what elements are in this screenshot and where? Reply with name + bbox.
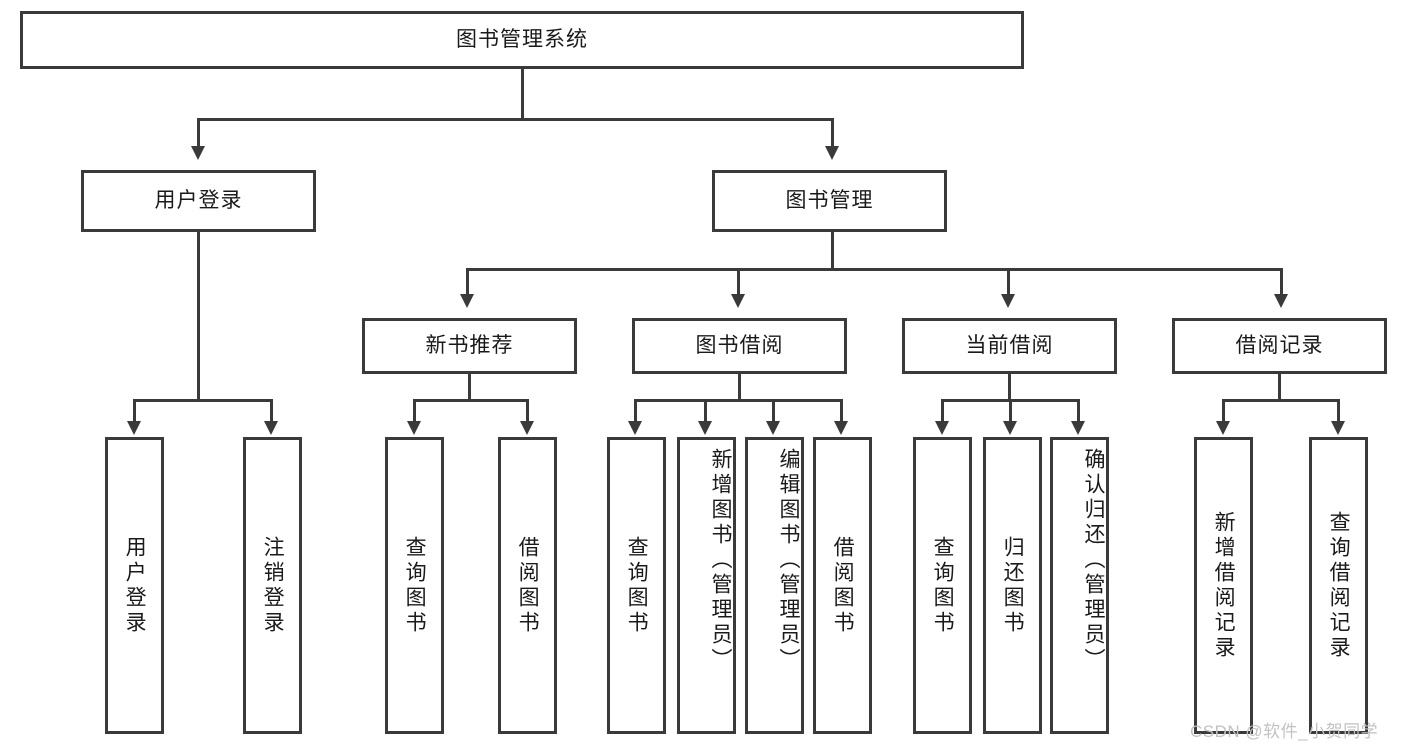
node-label: 查询图书 [931, 535, 955, 636]
connector-borrow-record-bus [1222, 399, 1340, 402]
connector-drop-leaf-cb-2 [1009, 399, 1012, 423]
connector-drop-leaf-bb-2 [704, 399, 707, 423]
connector-drop-book-management [831, 118, 834, 148]
node-label: 归还图书 [1001, 535, 1025, 636]
node-book-borrow[interactable]: 图书借阅 [632, 318, 847, 374]
arrowhead-user-login [191, 146, 205, 160]
node-label: 查询借阅记录 [1327, 510, 1351, 661]
leaf-book-borrow-query-book[interactable]: 查询图书 [607, 437, 666, 734]
node-label: 新增借阅记录 [1212, 510, 1236, 661]
arrowhead-leaf-bb-1 [628, 421, 642, 435]
arrowhead-leaf-bb-2 [698, 421, 712, 435]
leaf-user-login-login[interactable]: 用户登录 [105, 437, 164, 734]
node-label: 新增图书（管理员） [709, 448, 732, 673]
leaf-new-book-borrow-book[interactable]: 借阅图书 [498, 437, 557, 734]
connector-drop-new-book [466, 268, 469, 296]
connector-drop-borrow-record [1280, 268, 1283, 296]
leaf-borrow-record-add-record[interactable]: 新增借阅记录 [1194, 437, 1253, 734]
arrowhead-current-borrow [1001, 294, 1015, 308]
arrowhead-leaf-bb-3 [766, 421, 780, 435]
connector-level3-bus [466, 268, 1283, 271]
connector-root-stem [521, 69, 524, 118]
connector-book-management-stem [831, 232, 834, 270]
node-label: 借阅图书 [516, 535, 540, 636]
arrowhead-leaf-nb-2 [520, 421, 534, 435]
arrowhead-leaf-nb-1 [407, 421, 421, 435]
node-user-login[interactable]: 用户登录 [81, 170, 316, 232]
node-book-management[interactable]: 图书管理 [712, 170, 947, 232]
connector-user-login-stem [197, 232, 200, 401]
node-label: 用户登录 [123, 535, 147, 636]
node-label: 用户登录 [154, 189, 243, 213]
node-label: 编辑图书（管理员） [777, 448, 800, 673]
leaf-book-borrow-add-book-admin[interactable]: 新增图书（管理员） [677, 437, 736, 734]
node-label: 注销登录 [261, 535, 285, 636]
node-label: 借阅图书 [831, 535, 855, 636]
connector-drop-user-login [197, 118, 200, 148]
connector-drop-leaf-nb-2 [526, 399, 529, 423]
connector-drop-leaf-cb-1 [941, 399, 944, 423]
connector-drop-leaf-nb-1 [413, 399, 416, 423]
connector-book-borrow-bus [634, 399, 841, 402]
connector-drop-current-borrow [1007, 268, 1010, 296]
arrowhead-leaf-cb-3 [1071, 421, 1085, 435]
node-root-book-management-system[interactable]: 图书管理系统 [20, 11, 1024, 69]
node-current-borrow[interactable]: 当前借阅 [902, 318, 1117, 374]
connector-drop-leaf-user-login-2 [270, 399, 273, 423]
leaf-current-borrow-confirm-return-admin[interactable]: 确认归还（管理员） [1050, 437, 1109, 734]
arrowhead-new-book [460, 294, 474, 308]
connector-root-bus [197, 118, 834, 121]
connector-drop-leaf-cb-3 [1077, 399, 1080, 423]
watermark-csdn: CSDN @软件_小贺同学 [1190, 717, 1378, 742]
arrowhead-leaf-cb-2 [1003, 421, 1017, 435]
connector-drop-leaf-br-2 [1337, 399, 1340, 423]
node-borrow-record[interactable]: 借阅记录 [1172, 318, 1387, 374]
leaf-current-borrow-return-book[interactable]: 归还图书 [983, 437, 1042, 734]
connector-drop-leaf-bb-3 [772, 399, 775, 423]
leaf-current-borrow-query-book[interactable]: 查询图书 [913, 437, 972, 734]
node-label: 当前借阅 [965, 334, 1054, 358]
connector-book-borrow-stem [738, 374, 741, 402]
leaf-borrow-record-query-record[interactable]: 查询借阅记录 [1309, 437, 1368, 734]
connector-drop-leaf-user-login-1 [133, 399, 136, 423]
connector-user-login-bus [133, 399, 270, 402]
leaf-book-borrow-edit-book-admin[interactable]: 编辑图书（管理员） [745, 437, 804, 734]
leaf-book-borrow-borrow-book[interactable]: 借阅图书 [813, 437, 872, 734]
connector-drop-book-borrow [737, 268, 740, 296]
arrowhead-book-management [825, 146, 839, 160]
node-label: 查询图书 [403, 535, 427, 636]
watermark-text: CSDN @软件_小贺同学 [1190, 722, 1379, 741]
arrowhead-leaf-cb-1 [935, 421, 949, 435]
arrowhead-leaf-user-login-2 [264, 421, 278, 435]
node-label: 图书管理 [785, 189, 874, 213]
connector-current-borrow-stem [1008, 374, 1011, 402]
leaf-user-login-logout[interactable]: 注销登录 [243, 437, 302, 734]
node-label: 借阅记录 [1235, 334, 1324, 358]
connector-new-book-bus [413, 399, 529, 402]
node-label: 图书管理系统 [456, 28, 588, 52]
arrowhead-borrow-record [1274, 294, 1288, 308]
node-label: 确认归还（管理员） [1082, 448, 1105, 673]
connector-drop-leaf-br-1 [1222, 399, 1225, 423]
connector-drop-leaf-bb-1 [634, 399, 637, 423]
leaf-new-book-query-book[interactable]: 查询图书 [385, 437, 444, 734]
node-new-book-recommend[interactable]: 新书推荐 [362, 318, 577, 374]
node-label: 查询图书 [625, 535, 649, 636]
connector-new-book-stem [468, 374, 471, 402]
arrowhead-leaf-bb-4 [834, 421, 848, 435]
connector-borrow-record-stem [1278, 374, 1281, 402]
arrowhead-book-borrow [731, 294, 745, 308]
arrowhead-leaf-user-login-1 [127, 421, 141, 435]
node-label: 图书借阅 [695, 334, 784, 358]
node-label: 新书推荐 [425, 334, 514, 358]
arrowhead-leaf-br-2 [1331, 421, 1345, 435]
arrowhead-leaf-br-1 [1216, 421, 1230, 435]
connector-drop-leaf-bb-4 [840, 399, 843, 423]
